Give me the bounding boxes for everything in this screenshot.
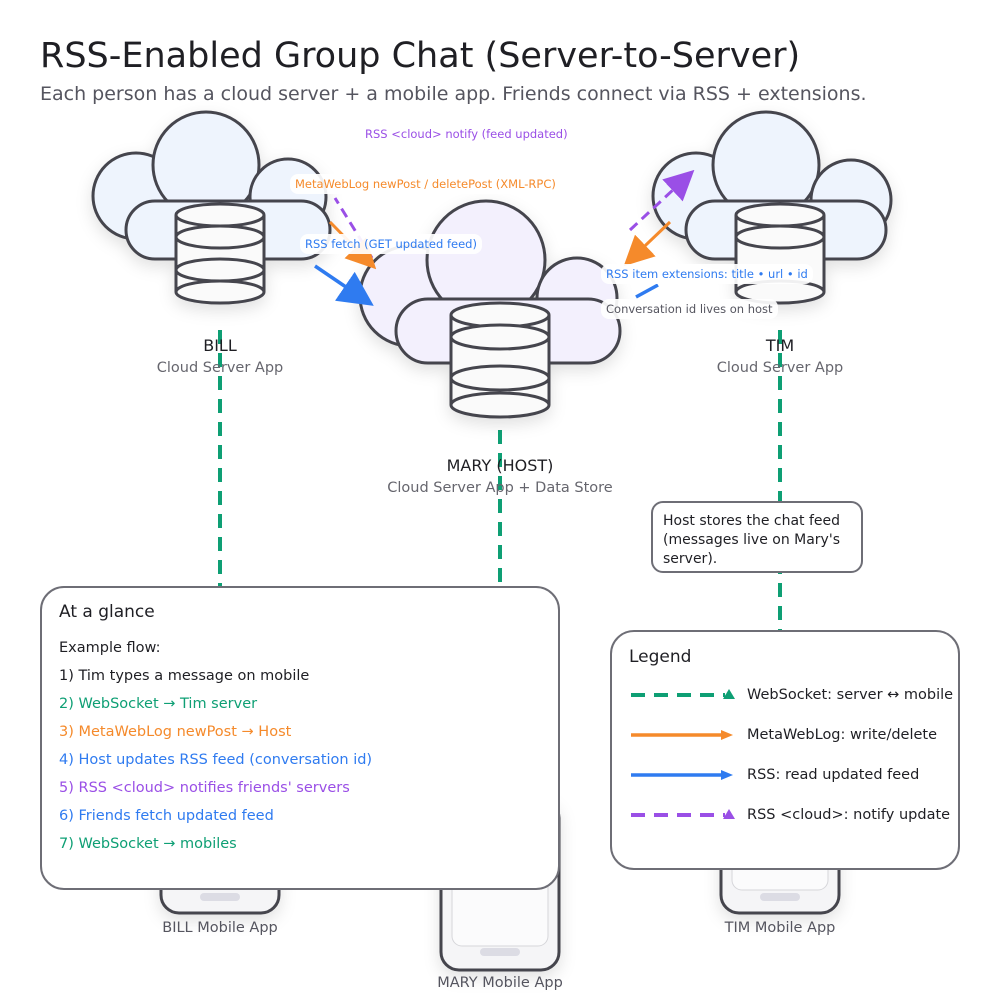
legend-item-rss-cloud: RSS <cloud>: notify update (629, 795, 958, 835)
tim-node-role: Cloud Server App (716, 360, 844, 376)
legend-arrowhead (723, 689, 735, 699)
legend-item-label: WebSocket: server ↔ mobile (747, 687, 954, 703)
at-a-glance-panel: At a glance Example flow: 1) Tim types a… (40, 586, 560, 890)
metaweblog-arrow-tim (623, 220, 672, 267)
bill-database-icon (174, 202, 266, 305)
bill-node-role: Cloud Server App (156, 360, 284, 376)
rss-fetch-label: RSS fetch (GET updated feed) (300, 234, 482, 254)
legend-panel: Legend WebSocket: server ↔ mobile MetaWe… (610, 630, 960, 870)
bill-node-name: BILL (203, 336, 237, 355)
rss-cloud-arrow-bill (333, 197, 374, 259)
legend-item-rss: RSS: read updated feed (629, 755, 958, 795)
tim-database-icon (734, 202, 826, 305)
rss-fetch-arrow-tim (635, 283, 659, 299)
legend-item-label: RSS: read updated feed (747, 767, 920, 783)
glance-step: 7) WebSocket → mobiles (59, 836, 237, 852)
rss-cloud-arrow-tim (628, 169, 695, 232)
page-subtitle: Each person has a cloud server + a mobil… (40, 83, 867, 105)
tim-node-name: TIM (765, 336, 795, 355)
legend-arrowhead (721, 770, 733, 780)
websocket-line-swatch (631, 689, 735, 699)
glance-step: 2) WebSocket → Tim server (59, 696, 258, 712)
mary-node-role: Cloud Server App + Data Store (387, 480, 613, 496)
glance-step: 6) Friends fetch updated feed (59, 808, 274, 824)
bill-mobile-label: BILL Mobile App (162, 920, 278, 936)
host-note: Host stores the chat feed (messages live… (651, 501, 863, 573)
glance-step: 3) MetaWebLog newPost → Host (59, 724, 292, 740)
rss-cloud-line-swatch (631, 809, 735, 819)
glance-title: At a glance (59, 602, 155, 622)
mary-database-icon (449, 301, 551, 419)
metaweblog-label: MetaWebLog newPost / deletePost (XML-RPC… (290, 174, 561, 194)
metaweblog-line-swatch (631, 730, 733, 740)
mary-cloud-server[interactable] (358, 199, 622, 419)
rss-fetch-arrow-bill (314, 264, 374, 306)
glance-step: 1) Tim types a message on mobile (59, 668, 310, 684)
glance-step: 4) Host updates RSS feed (conversation i… (59, 752, 373, 768)
legend-item-label: MetaWebLog: write/delete (747, 727, 938, 743)
page-title: RSS-Enabled Group Chat (Server-to-Server… (40, 36, 801, 76)
conversation-id-label: Conversation id lives on host (601, 299, 778, 319)
glance-step: 5) RSS <cloud> notifies friends' servers (59, 780, 350, 796)
mary-node-name: MARY (HOST) (446, 456, 554, 475)
tim-mobile-label: TIM Mobile App (724, 920, 836, 936)
rss-line-swatch (631, 770, 733, 780)
legend-arrowhead (723, 809, 735, 819)
glance-intro: Example flow: (59, 640, 161, 656)
legend-title: Legend (629, 647, 692, 667)
bill-cloud-server[interactable] (91, 110, 332, 305)
rss-cloud-label: RSS <cloud> notify (feed updated) (365, 127, 568, 141)
glance-steps-list: 1) Tim types a message on mobile 2) WebS… (59, 668, 558, 852)
mary-mobile-label: MARY Mobile App (437, 975, 563, 991)
legend-item-label: RSS <cloud>: notify update (747, 807, 951, 823)
tim-cloud-server[interactable] (651, 110, 893, 305)
rss-extensions-label: RSS item extensions: title • url • id (601, 264, 813, 284)
legend-item-websocket: WebSocket: server ↔ mobile (629, 675, 958, 715)
legend-arrowhead (721, 730, 733, 740)
legend-item-metaweblog: MetaWebLog: write/delete (629, 715, 958, 755)
